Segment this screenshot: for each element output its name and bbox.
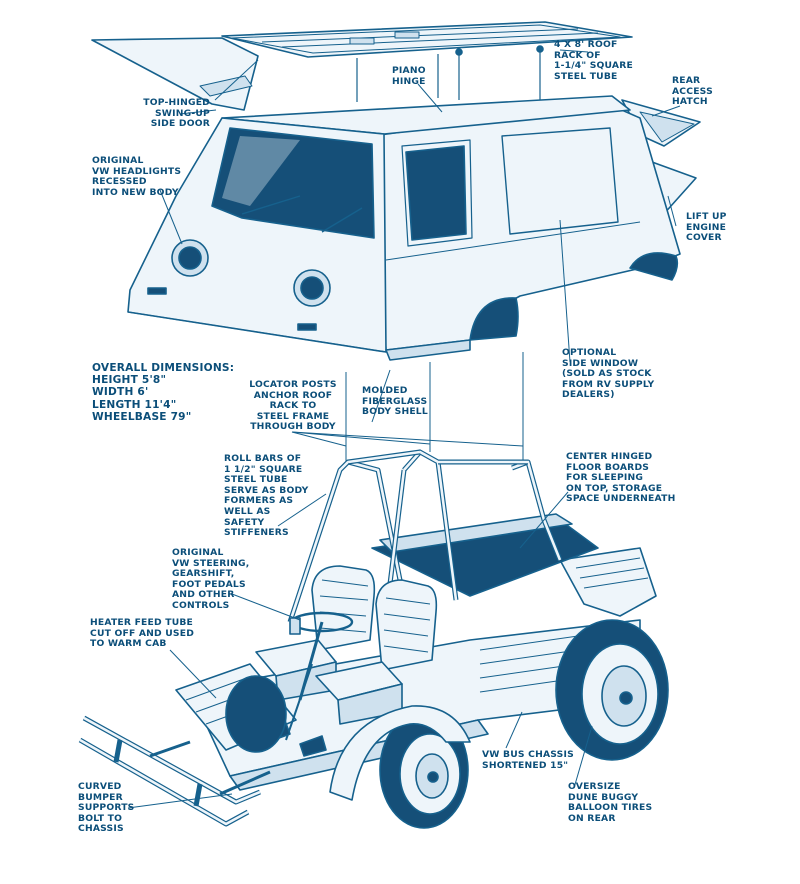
label-dimensions: OVERALL DIMENSIONS: HEIGHT 5'8" WIDTH 6'… [92,362,235,423]
label-side-window: OPTIONAL SIDE WINDOW (SOLD AS STOCK FROM… [562,347,655,401]
swing-up-door [91,37,259,111]
fiberglass-body-shell [127,95,681,361]
label-steering: ORIGINAL VW STEERING, GEARSHIFT, FOOT PE… [172,547,250,611]
label-rear-hatch: REAR ACCESS HATCH [672,75,713,108]
roof-rack [221,21,633,102]
label-chassis: VW BUS CHASSIS SHORTENED 15" [482,749,574,771]
front-wheel [225,675,469,829]
label-heater-tube: HEATER FEED TUBE CUT OFF AND USED TO WAR… [90,617,195,650]
callout-leaders [127,49,681,809]
rear-wheel [555,619,669,761]
label-floor-boards: CENTER HINGED FLOOR BOARDS FOR SLEEPING … [566,451,676,505]
seats [255,565,438,725]
locator-post-lines [345,352,524,462]
label-locator-posts: LOCATOR POSTS ANCHOR ROOF RACK TO STEEL … [249,379,337,433]
label-bumper: CURVED BUMPER SUPPORTS BOLT TO CHASSIS [78,781,135,835]
label-piano-hinge: PIANO HINGE [392,65,426,87]
label-top-door: TOP-HINGED SWING-UP SIDE DOOR [143,97,210,130]
front-fender [329,705,471,801]
label-roll-bars: ROLL BARS OF 1 1/2" SQUARE STEEL TUBE SE… [224,453,309,539]
label-engine-cover: LIFT UP ENGINE COVER [686,211,727,244]
label-roof-rack: 4 x 8' ROOF RACK OF 1-1/4" SQUARE STEEL … [554,39,633,82]
curved-bumper [78,715,271,827]
label-body-shell: MOLDED FIBERGLASS BODY SHELL [362,385,428,418]
label-headlights: ORIGINAL VW HEADLIGHTS RECESSED INTO NEW… [92,155,182,198]
roll-bars [287,449,563,623]
label-tires: OVERSIZE DUNE BUGGY BALLOON TIRES ON REA… [568,781,653,824]
